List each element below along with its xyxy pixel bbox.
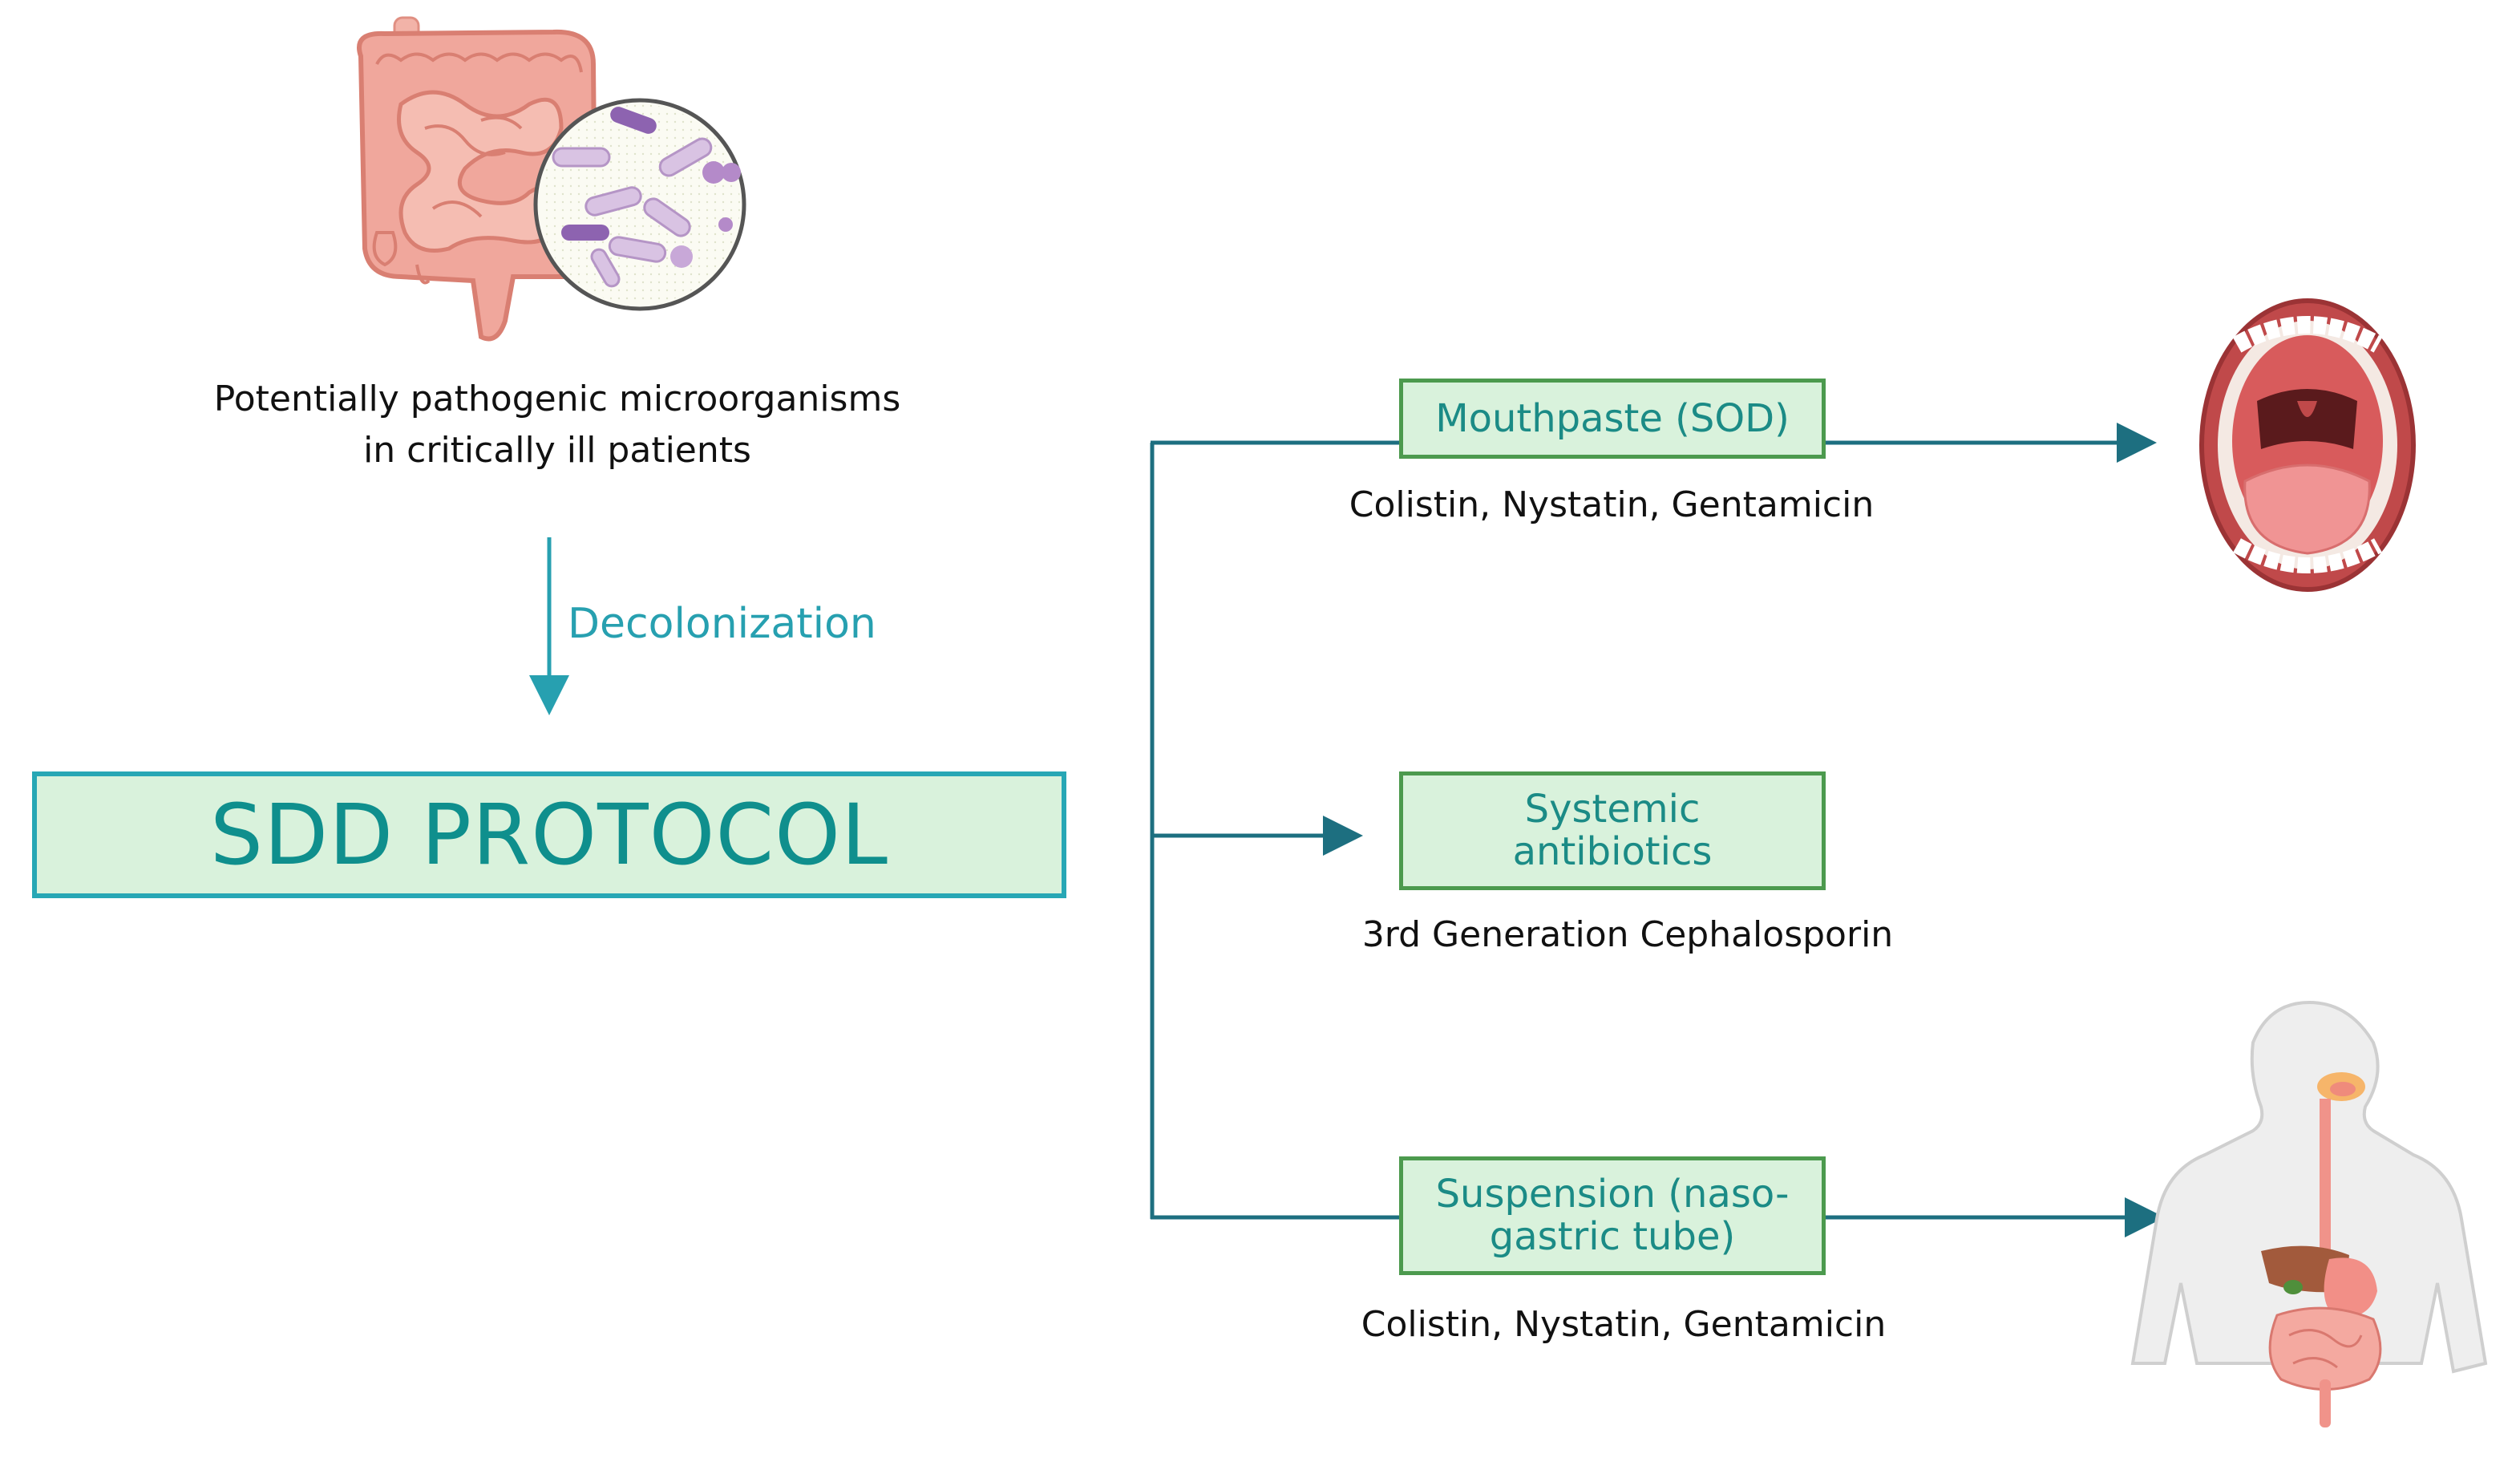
mouthpaste-drugs: Colistin, Nystatin, Gentamicin xyxy=(1349,484,1875,525)
sdd-protocol-title: SDD PROTOCOL xyxy=(210,786,888,884)
decolonization-label: Decolonization xyxy=(568,600,876,648)
systemic-antibiotics-box: Systemic antibiotics xyxy=(1399,771,1826,890)
mouthpaste-box: Mouthpaste (SOD) xyxy=(1399,379,1826,459)
suspension-box-line-1: Suspension (naso- xyxy=(1435,1172,1790,1217)
systemic-antibiotics-box-line-1: Systemic xyxy=(1524,787,1701,832)
source-caption: Potentially pathogenic microorganisms in… xyxy=(184,374,930,476)
digestive-system-icon xyxy=(2130,1000,2488,1427)
suspension-drugs: Colistin, Nystatin, Gentamicin xyxy=(1361,1304,1887,1345)
branch-connectors xyxy=(1150,440,1399,1220)
open-mouth-icon xyxy=(2199,298,2416,592)
suspension-box: Suspension (naso- gastric tube) xyxy=(1399,1156,1826,1275)
suspension-box-line-2: gastric tube) xyxy=(1489,1214,1736,1259)
systemic-antibiotics-drugs: 3rd Generation Cephalosporin xyxy=(1361,914,1894,955)
systemic-antibiotics-box-line-2: antibiotics xyxy=(1512,829,1713,874)
microbe-magnifier-icon xyxy=(533,98,746,311)
mouthpaste-box-label: Mouthpaste (SOD) xyxy=(1435,395,1790,441)
source-caption-line-2: in critically ill patients xyxy=(363,430,751,471)
sdd-protocol-box: SDD PROTOCOL xyxy=(32,771,1066,898)
source-caption-line-1: Potentially pathogenic microorganisms xyxy=(213,379,901,419)
